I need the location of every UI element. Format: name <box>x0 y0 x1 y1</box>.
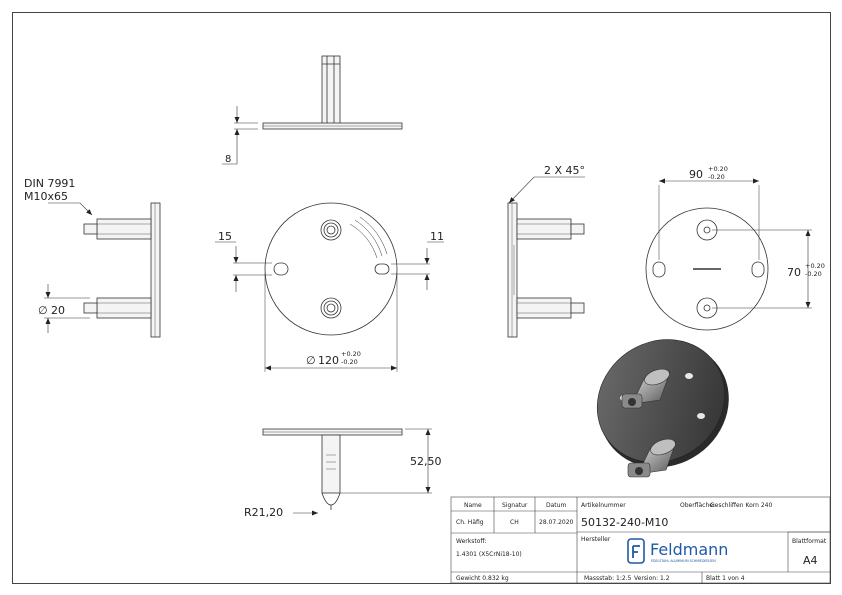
tb-scale: Massstab: 1:2.5 <box>584 575 632 582</box>
dim-pitch-70-tol-minus: -0.20 <box>805 270 822 278</box>
tb-sheet: Blatt 1 von 4 <box>706 575 745 582</box>
company-tagline: EDELSTAHL ALUMINIUM SCHMIEDEEISEN <box>651 559 716 563</box>
dim-height: 52,50 <box>410 455 442 468</box>
dim-pitch-90-tol-plus: +0.20 <box>708 165 728 173</box>
tb-material-label: Werkstoff: <box>456 538 487 545</box>
back-view <box>645 178 812 331</box>
tb-sheet-format-label: Blattformat <box>792 538 827 545</box>
tb-material-value: 1.4301 (X5CrNi18-10) <box>456 551 522 558</box>
isometric-render <box>596 339 729 478</box>
title-block <box>450 496 831 584</box>
dim-pitch-90-tol-minus: -0.20 <box>708 173 725 181</box>
feldmann-logo: Feldmann EDELSTAHL ALUMINIUM SCHMIEDEEIS… <box>627 538 728 564</box>
sheet-border <box>12 12 831 584</box>
dim-pitch-70-tol-plus: +0.20 <box>805 262 825 270</box>
top-view <box>222 55 403 165</box>
dim-plate-thickness: 8 <box>225 154 231 165</box>
dim-dia-20-symbol: ∅ <box>38 304 48 317</box>
tb-surface-value: Geschliffen Korn 240 <box>710 502 772 509</box>
right-side-view <box>507 176 585 338</box>
thread-standard-label: DIN 7991 <box>24 177 75 190</box>
tb-sheet-format-value: A4 <box>803 554 818 567</box>
company-name: Feldmann <box>650 540 728 559</box>
tb-weight: Gewicht 0.832 kg <box>456 575 509 582</box>
front-view <box>215 202 444 372</box>
tb-signature-label: Signatur <box>502 502 528 509</box>
tb-signature-value: CH <box>510 519 519 526</box>
dim-dia-120: 120 <box>318 354 339 367</box>
dim-dia-120-tol-plus: +0.20 <box>341 350 361 358</box>
tb-article-number: 50132-240-M10 <box>581 516 668 529</box>
tb-manufacturer-label: Hersteller <box>581 536 611 543</box>
tb-surface-label: Oberfläche: <box>680 502 715 509</box>
dim-dia-120-tol-minus: -0.20 <box>341 358 358 366</box>
dim-pitch-90: 90 <box>689 168 703 181</box>
left-side-view <box>44 202 161 338</box>
thread-size-label: M10x65 <box>24 190 68 203</box>
dim-dia-20: 20 <box>51 304 65 317</box>
dim-dia-120-symbol: ∅ <box>306 354 316 367</box>
tb-version: Version: 1.2 <box>634 575 670 582</box>
tb-checked-label: Ch. Häfig <box>456 519 484 526</box>
dim-radius: R21,20 <box>244 506 283 519</box>
dim-chamfer: 2 X 45° <box>544 164 585 177</box>
tb-name-label: Name <box>464 502 482 509</box>
tb-date-value: 28.07.2020 <box>539 519 574 526</box>
dim-hole-15: 15 <box>218 230 232 243</box>
dim-hole-11: 11 <box>430 230 444 243</box>
dim-pitch-70: 70 <box>787 266 801 279</box>
tb-date-label: Datum <box>546 502 566 509</box>
tb-article-label: Artikelnummer <box>581 502 626 509</box>
bottom-view <box>262 428 432 516</box>
